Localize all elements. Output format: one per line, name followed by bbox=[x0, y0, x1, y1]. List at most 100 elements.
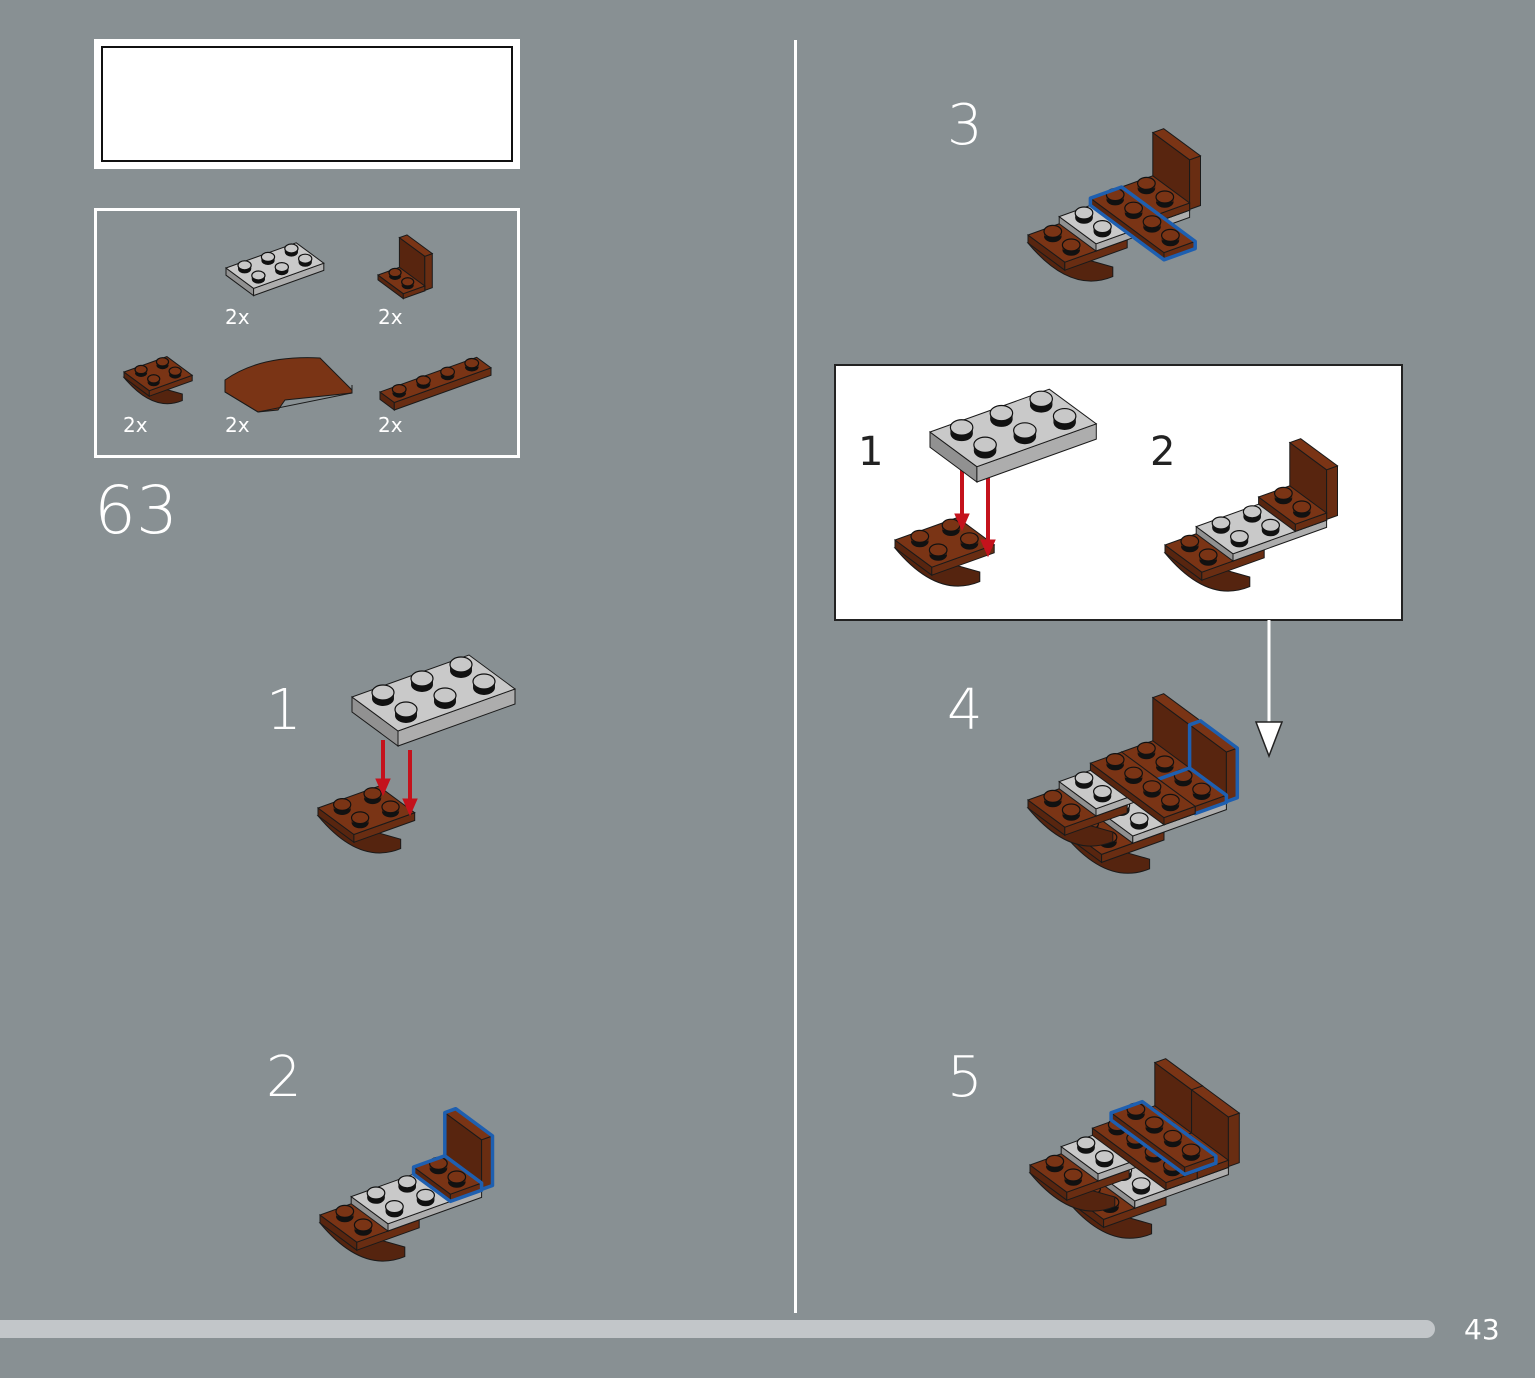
plate-1x4-brown bbox=[1109, 1099, 1218, 1177]
substep-2-art bbox=[318, 1106, 495, 1262]
stud bbox=[1180, 534, 1200, 553]
bracket bbox=[411, 1106, 495, 1204]
stud bbox=[353, 1218, 373, 1236]
stud bbox=[440, 366, 455, 381]
stud bbox=[1105, 188, 1125, 206]
stud bbox=[381, 800, 400, 818]
callout-step-2-label: 2 bbox=[1150, 429, 1176, 475]
bracket bbox=[1257, 438, 1339, 533]
red-arrow bbox=[954, 470, 970, 532]
stud bbox=[1142, 215, 1162, 233]
stud bbox=[472, 673, 496, 695]
plate-2x3-light-gray bbox=[350, 654, 517, 747]
stud bbox=[1163, 1129, 1183, 1148]
stud bbox=[1129, 812, 1149, 830]
inverted-slope bbox=[316, 785, 416, 854]
stud bbox=[350, 811, 370, 829]
bracket-wall bbox=[1288, 438, 1339, 521]
stud bbox=[910, 529, 930, 548]
part-qty: 2x bbox=[225, 413, 250, 437]
callout-step-2-art bbox=[1163, 438, 1339, 592]
stud bbox=[397, 1175, 417, 1193]
stud bbox=[1155, 755, 1175, 773]
stud bbox=[388, 267, 402, 280]
page-number: 43 bbox=[1464, 1313, 1500, 1346]
stud bbox=[1160, 793, 1180, 812]
stud bbox=[1061, 803, 1081, 821]
column-divider bbox=[794, 40, 797, 1313]
stud bbox=[1074, 771, 1094, 789]
stud bbox=[1242, 505, 1262, 523]
stud bbox=[298, 253, 313, 267]
substep-1-label: 1 bbox=[266, 678, 302, 743]
stud bbox=[394, 701, 418, 723]
inverted-slope-2x2-brown-icon bbox=[122, 356, 194, 405]
inverted-slope bbox=[122, 356, 194, 405]
substep-5-label: 5 bbox=[947, 1045, 983, 1110]
inverted-slope bbox=[893, 517, 996, 587]
stud bbox=[237, 260, 252, 274]
plate-1x4-brown bbox=[1088, 185, 1197, 262]
plate-1x4-brown bbox=[1089, 751, 1197, 826]
stud bbox=[433, 687, 457, 709]
red-arrow bbox=[375, 740, 391, 797]
plate-2x3-light-gray-icon bbox=[224, 242, 325, 297]
stud bbox=[1173, 768, 1193, 787]
stud bbox=[366, 1186, 386, 1204]
stud bbox=[1273, 486, 1293, 505]
inverted-slope-top bbox=[316, 785, 416, 844]
stud bbox=[960, 532, 979, 550]
inverted-slope-top bbox=[893, 517, 996, 577]
stud bbox=[134, 364, 148, 377]
stud bbox=[385, 1199, 404, 1218]
new-part-highlight bbox=[1109, 1099, 1218, 1177]
inverted-slope-top bbox=[122, 356, 194, 398]
bracket-base bbox=[1257, 485, 1328, 533]
stud bbox=[1076, 1136, 1096, 1154]
page-progress-fill bbox=[0, 1320, 1435, 1338]
stud bbox=[1181, 1143, 1201, 1161]
stud bbox=[941, 518, 961, 536]
stud bbox=[1074, 206, 1094, 224]
substep-1-art bbox=[316, 654, 517, 854]
stud bbox=[1029, 390, 1054, 413]
plate-2x3-light-gray bbox=[928, 388, 1098, 483]
stud bbox=[391, 383, 407, 398]
parts-list-icons bbox=[122, 234, 493, 413]
stud bbox=[447, 1170, 467, 1188]
finished-part-frame bbox=[101, 46, 513, 162]
stud bbox=[973, 436, 997, 459]
stud bbox=[429, 1156, 448, 1175]
curved-slope-brown-icon bbox=[224, 357, 353, 413]
stud bbox=[333, 798, 352, 816]
stud bbox=[1261, 518, 1280, 537]
substep-4-label: 4 bbox=[947, 678, 983, 743]
plate-1x4-brown-icon bbox=[378, 356, 493, 411]
part-qty: 2x bbox=[225, 305, 250, 329]
substep-5-art bbox=[1028, 1058, 1241, 1239]
stud bbox=[251, 270, 266, 284]
stud bbox=[371, 684, 395, 706]
stud bbox=[1229, 529, 1249, 548]
stud bbox=[1124, 201, 1143, 219]
stud bbox=[1292, 500, 1312, 518]
stud bbox=[1136, 741, 1156, 760]
stud bbox=[168, 366, 182, 379]
new-part-highlight bbox=[1088, 185, 1197, 262]
part-qty: 2x bbox=[378, 413, 403, 437]
stud bbox=[1192, 782, 1211, 800]
substep-3-art bbox=[1026, 128, 1202, 282]
stud bbox=[284, 243, 299, 257]
stud bbox=[464, 357, 480, 372]
stud bbox=[1043, 224, 1063, 243]
bracket-1x2-brown-icon bbox=[376, 234, 434, 300]
bracket bbox=[376, 234, 434, 300]
stud bbox=[335, 1204, 355, 1223]
stud bbox=[401, 277, 415, 290]
stud bbox=[415, 375, 431, 389]
callout-arrow-icon bbox=[1254, 721, 1284, 759]
substep-4-art bbox=[1026, 693, 1240, 874]
stud bbox=[1092, 220, 1112, 238]
stud bbox=[1063, 1168, 1083, 1186]
